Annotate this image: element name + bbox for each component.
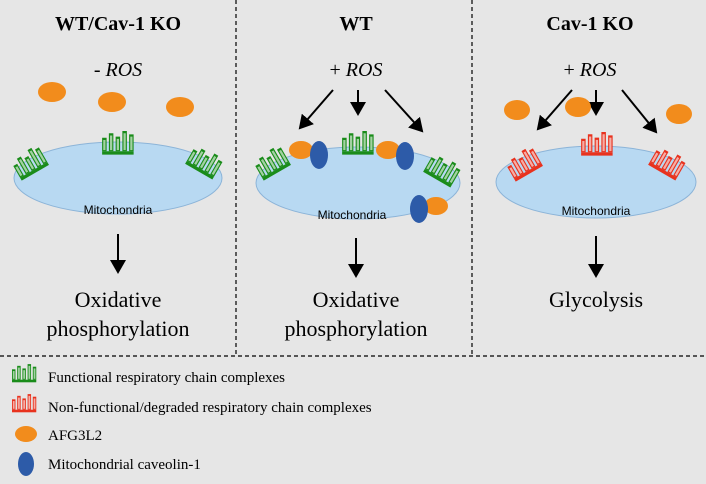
legend-label: Mitochondrial caveolin-1 [48, 457, 201, 473]
afg3l2-icon [166, 97, 194, 117]
outcome-line1: Oxidative [75, 287, 162, 312]
panel-title: WT/Cav-1 KO [55, 13, 181, 35]
afg3l2-icon [376, 141, 400, 159]
condition-label: - ROS [94, 59, 142, 81]
legend-label: Non-functional/degraded respiratory chai… [48, 400, 372, 416]
afg3l2-icon [15, 426, 37, 442]
functional-complex-icon [12, 364, 37, 383]
panel-title: Cav-1 KO [546, 13, 633, 35]
caveolin-icon [410, 195, 428, 223]
outcome-line1: Oxidative [313, 287, 400, 312]
ros-arrow [536, 89, 573, 131]
panel-title: WT [339, 13, 373, 35]
legend-label: AFG3L2 [48, 428, 102, 444]
ros-arrow [384, 89, 424, 133]
outcome-line1: Glycolysis [549, 287, 643, 312]
afg3l2-icon [666, 104, 692, 124]
condition-label: + ROS [330, 59, 383, 81]
caveolin-icon [396, 142, 414, 170]
mitochondria-label: Mitochondria [562, 204, 631, 218]
panel-wt: WT + ROS Mitochondria Oxidative phosphor… [251, 13, 463, 341]
degraded-complex-icon [12, 394, 37, 413]
outcome-line2: phosphorylation [285, 316, 428, 341]
ros-arrow [298, 89, 334, 130]
caveolin-icon [18, 452, 34, 476]
afg3l2-icon [38, 82, 66, 102]
caveolin-icon [310, 141, 328, 169]
panel-cav1ko: Cav-1 KO + ROS Mitochondria Glycolysis [495, 13, 697, 312]
afg3l2-icon [424, 197, 448, 215]
afg3l2-icon [289, 141, 313, 159]
afg3l2-icon [98, 92, 126, 112]
ros-arrow [621, 89, 658, 134]
afg3l2-icon [504, 100, 530, 120]
panel-wt-cav1ko: WT/Cav-1 KO - ROS Mitochondria Oxidative… [9, 13, 225, 341]
condition-label: + ROS [564, 59, 617, 81]
outcome-line2: phosphorylation [47, 316, 190, 341]
legend: Functional respiratory chain complexes N… [12, 364, 372, 476]
mitochondria-label: Mitochondria [318, 208, 387, 222]
afg3l2-icon [565, 97, 591, 117]
mitochondria-label: Mitochondria [84, 203, 153, 217]
legend-label: Functional respiratory chain complexes [48, 370, 285, 386]
